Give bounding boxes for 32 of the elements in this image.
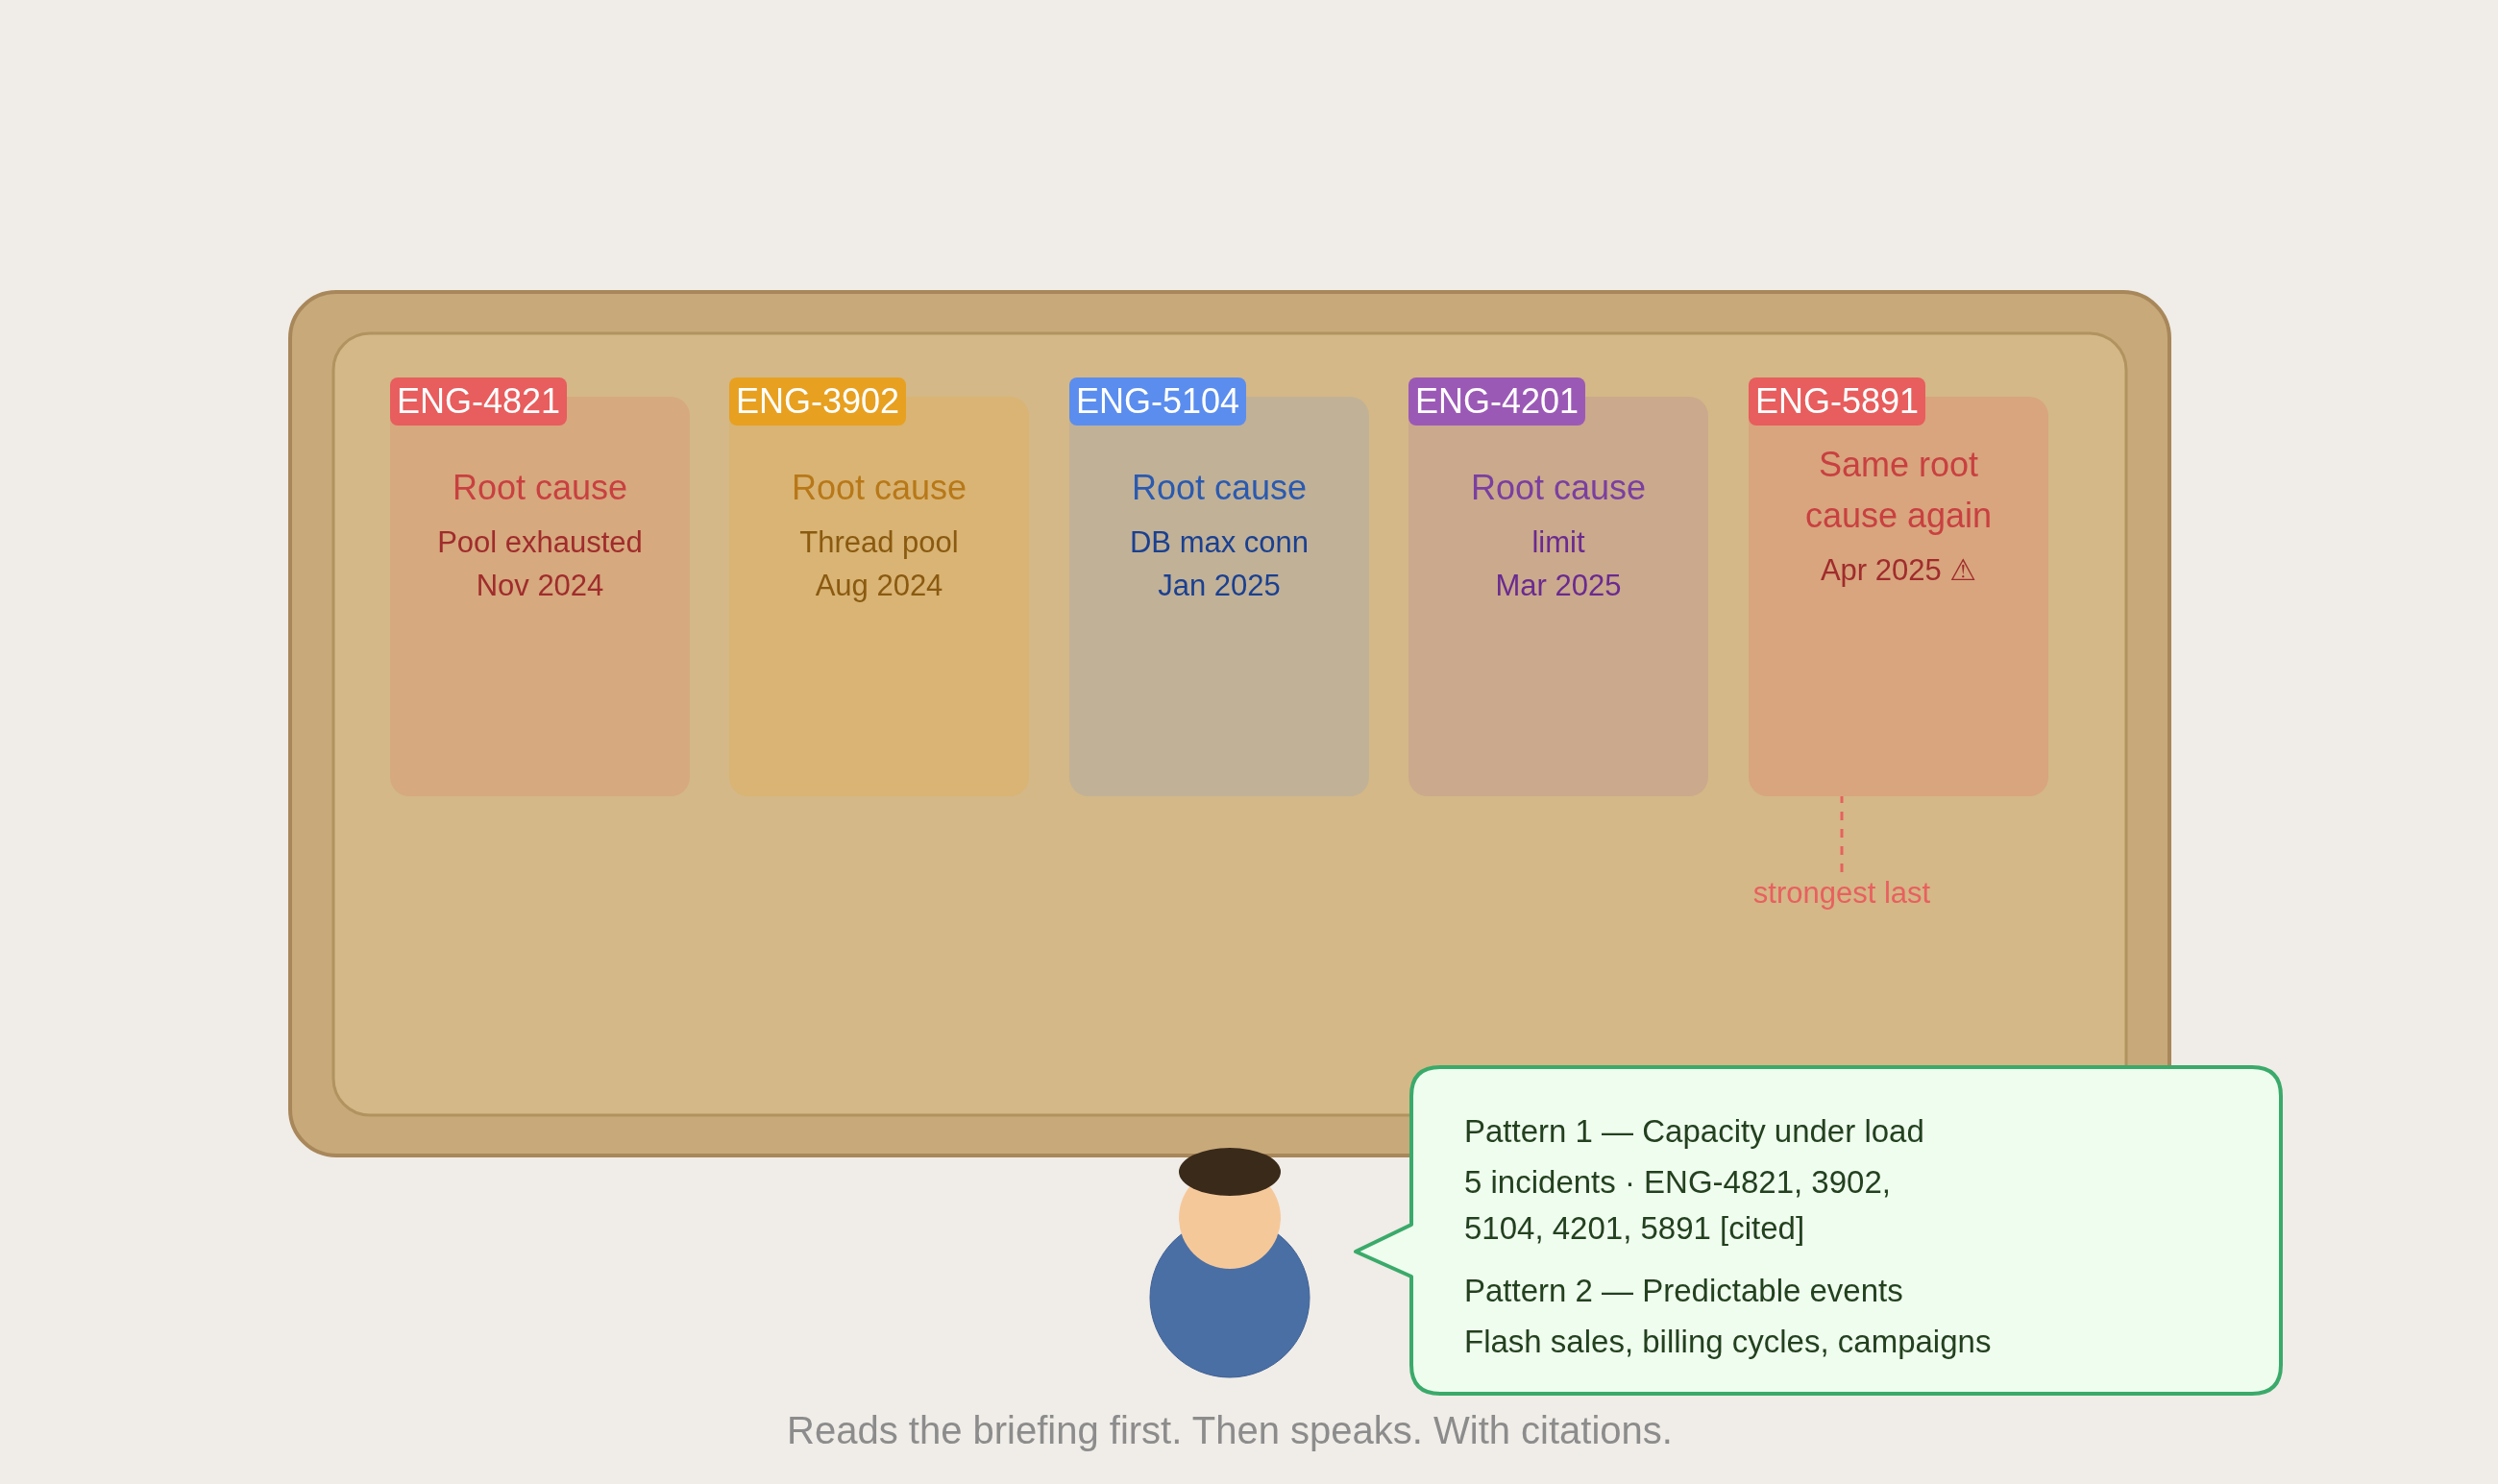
ticket-tag: ENG-5104	[1069, 377, 1247, 426]
card-heading: Same root cause again	[1803, 444, 1994, 537]
card-text: Thread pool	[799, 524, 959, 561]
card-text: Jan 2025	[1158, 568, 1281, 604]
ticket-tag: ENG-4821	[390, 377, 568, 426]
ticket-tag: ENG-3902	[729, 377, 907, 426]
incident-card	[1069, 377, 1369, 796]
incident-card	[1749, 377, 2048, 796]
card-text: DB max conn	[1129, 524, 1310, 561]
card-heading: Root cause	[791, 467, 967, 509]
incident-card	[729, 377, 1029, 796]
annotation-text: strongest last	[1752, 872, 1931, 914]
incident-card	[390, 377, 690, 796]
card-text: Mar 2025	[1495, 568, 1622, 604]
card-text: Nov 2024	[476, 568, 604, 604]
leader-line	[1840, 796, 1844, 872]
card-text: Aug 2024	[815, 568, 943, 604]
card-text: limit	[1531, 524, 1585, 561]
caption: Reads the briefing first. Then speaks. With citations.	[787, 1408, 1673, 1452]
incident-card	[1408, 377, 1708, 796]
bubble-heading: Pattern 2 — Predictable events	[1464, 1272, 1903, 1310]
ticket-tag: ENG-5891	[1749, 377, 1926, 426]
bubble-heading: Pattern 1 — Capacity under load	[1464, 1112, 1924, 1151]
bubble-text: 5 incidents · ENG-4821, 3902, 5104, 4201, 5891 [cited]	[1464, 1163, 1892, 1248]
pinboard	[288, 290, 2171, 1157]
ticket-tag: ENG-4201	[1408, 377, 1586, 426]
card-heading: Root cause	[452, 467, 628, 509]
card-text: Pool exhausted	[437, 524, 643, 561]
card-heading: Root cause	[1470, 467, 1647, 509]
bubble-text: Flash sales, billing cycles, campaigns	[1464, 1323, 1992, 1361]
card-heading: Root cause	[1131, 467, 1308, 509]
card-text: Apr 2025 ⚠	[1820, 552, 1977, 589]
